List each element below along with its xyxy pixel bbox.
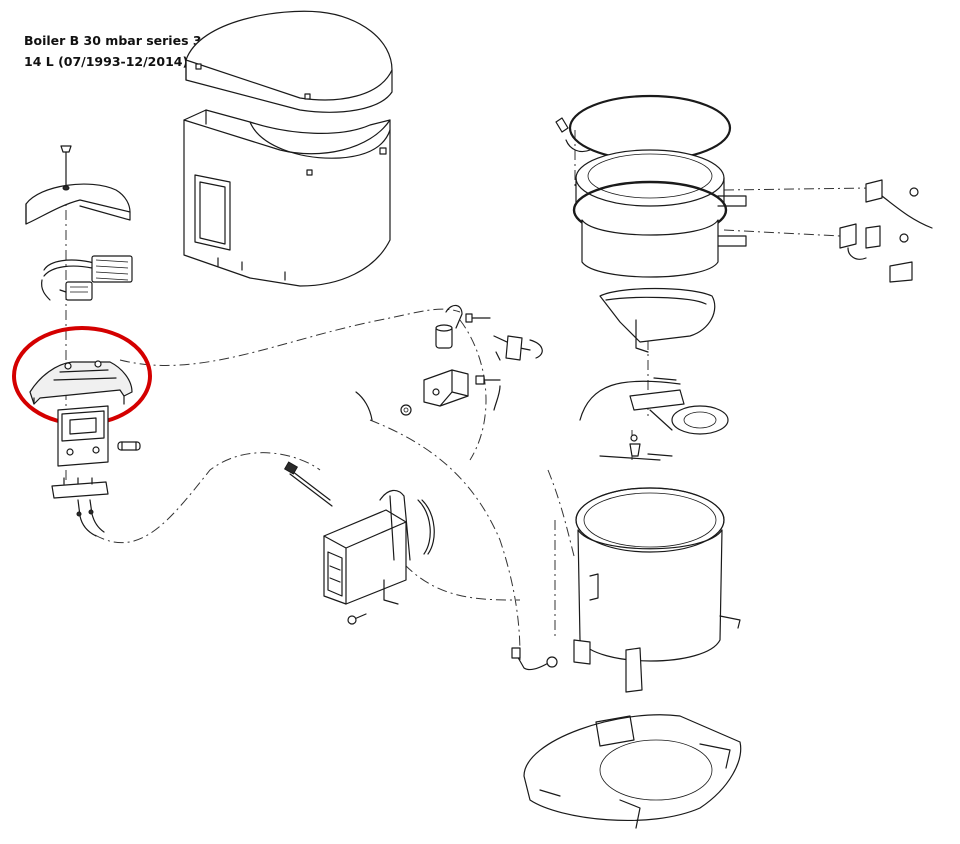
lead-wires xyxy=(76,499,105,537)
sensor-cable xyxy=(355,385,501,421)
title-line-1: Boiler B 30 mbar series 3 xyxy=(24,33,202,48)
insulator-sleeve xyxy=(435,324,453,349)
angle-bracket xyxy=(423,369,469,407)
right-bracket-lower xyxy=(839,223,913,283)
base-tray xyxy=(523,714,742,829)
thermostat-sensor xyxy=(511,647,558,671)
heat-exchanger-top xyxy=(575,149,725,207)
title-line-2: 14 L (07/1993-12/2014) xyxy=(24,54,189,69)
fuse xyxy=(117,441,141,451)
mounting-screw xyxy=(465,313,491,323)
nut xyxy=(400,404,412,416)
gas-valve-unit xyxy=(323,489,411,605)
screw-top xyxy=(60,145,72,186)
burner-assembly xyxy=(579,377,729,435)
heat-exchanger-body xyxy=(581,195,747,278)
combustion-chamber xyxy=(575,487,741,662)
bolt xyxy=(475,375,501,385)
diagram-title: Boiler B 30 mbar series 3 14 L (07/1993-… xyxy=(24,30,202,72)
chamber-feet xyxy=(573,639,643,693)
top-cover xyxy=(185,10,393,113)
connector-clip xyxy=(51,477,109,499)
outer-casing xyxy=(183,109,391,287)
wiring-harness xyxy=(41,255,133,301)
arc-seal xyxy=(417,499,435,555)
control-panel-bracket xyxy=(29,360,133,405)
valve-screw xyxy=(347,613,367,625)
cable-clip xyxy=(445,304,463,329)
control-box xyxy=(57,405,109,467)
thermocouple-connector xyxy=(493,335,543,361)
thermostat-probe xyxy=(283,461,333,507)
burner-shield xyxy=(599,287,716,353)
top-mount-bracket xyxy=(25,183,131,225)
right-bracket-upper xyxy=(865,179,933,229)
pilot-injector xyxy=(599,434,673,461)
